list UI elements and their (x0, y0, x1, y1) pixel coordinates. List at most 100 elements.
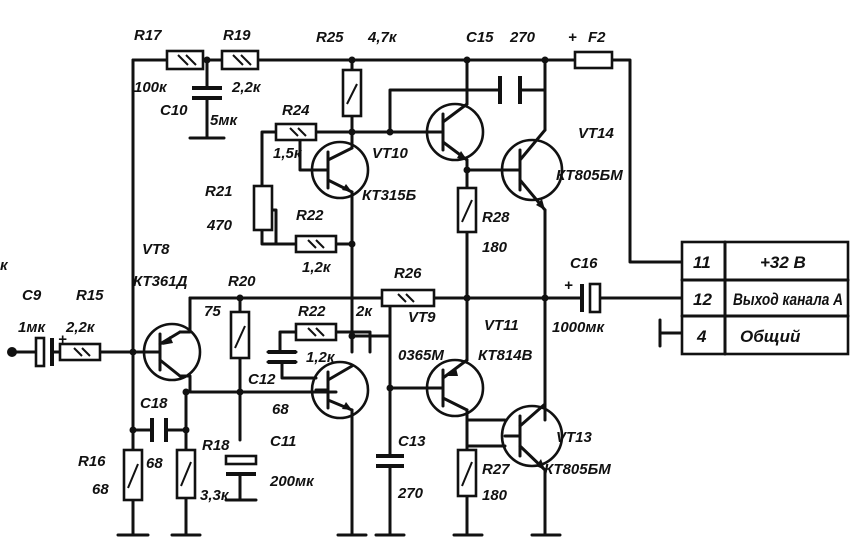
label-vt9-type: 0365М (398, 347, 444, 364)
resistor-r18 (175, 448, 197, 500)
connector-pin-11: 11 (693, 253, 711, 272)
label-r22-bottom-value: 1,2к (306, 349, 336, 366)
label-r20: R20 (228, 273, 256, 290)
ground-symbols (116, 318, 684, 537)
capacitor-c15 (498, 76, 522, 104)
resistor-r16 (122, 448, 144, 502)
capacitor-c18 (150, 418, 168, 442)
label-r17: R17 (134, 27, 162, 44)
label-c9-value: 1мк (18, 319, 46, 336)
resistor-r25 (341, 68, 363, 118)
label-r22-top: R22 (296, 207, 324, 224)
label-vt14: VT14 (578, 125, 615, 142)
label-c16: C16 (570, 255, 598, 272)
label-r20-value: 75 (204, 303, 221, 320)
label-c15-value: 270 (509, 29, 536, 46)
capacitor-c10 (192, 86, 222, 100)
label-r26-value: 2к (355, 303, 373, 320)
input-terminal (7, 347, 17, 357)
resistor-r17 (165, 49, 205, 71)
label-c13-value: 270 (397, 485, 424, 502)
label-vt11: VT11 (484, 317, 519, 334)
label-c18: C18 (140, 395, 168, 412)
label-c9: C9 (22, 287, 42, 304)
label-r28: R28 (482, 209, 510, 226)
label-c10-value: 5мк (210, 112, 238, 129)
resistor-r19 (220, 49, 260, 71)
label-c11-value: 200мк (269, 473, 315, 490)
transistors (142, 102, 564, 472)
resistor-r24 (274, 122, 318, 142)
label-r18: R18 (202, 437, 230, 454)
capacitor-c16 (580, 282, 602, 314)
transistor-vt8 (142, 322, 202, 382)
label-vt11-type: КТ814В (478, 347, 533, 364)
resistor-r28 (456, 186, 478, 234)
connector-label-supply: +32 В (760, 253, 806, 272)
label-c15: C15 (466, 29, 494, 46)
label-r15-value: 2,2к (65, 319, 96, 336)
fuse-f2 (573, 50, 614, 70)
transistor-vt10 (310, 140, 370, 200)
label-vt9: VT9 (408, 309, 436, 326)
svg-text:+: + (568, 29, 577, 46)
connector-block (680, 240, 850, 356)
svg-text:+: + (564, 277, 573, 294)
label-r15: R15 (76, 287, 104, 304)
resistor-r26 (380, 288, 436, 308)
label-f2: F2 (588, 29, 606, 46)
resistor-r27 (456, 448, 478, 498)
label-vt13: VT13 (556, 429, 593, 446)
connector-pin-4: 4 (696, 327, 707, 346)
resistors (58, 49, 614, 502)
label-vt8: VT8 (142, 241, 170, 258)
capacitor-c9 (34, 336, 54, 368)
label-c18-value: 68 (146, 455, 163, 472)
label-vt8-type: КТ361Д (133, 273, 188, 290)
label-r24-value: 1,5к (273, 145, 303, 162)
label-c13: C13 (398, 433, 426, 450)
transistor-vt12 (425, 102, 485, 162)
label-vt14-type: КТ805БМ (556, 167, 623, 184)
transistor-vt13 (500, 402, 564, 472)
resistor-r21 (252, 184, 274, 232)
label-r17-value: 100к (134, 79, 168, 96)
label-r25-value: 4,7к (367, 29, 398, 46)
label-r24: R24 (282, 102, 310, 119)
label-r16-value: 68 (92, 481, 109, 498)
label-r28-value: 180 (482, 239, 508, 256)
label-r16: R16 (78, 453, 106, 470)
resistor-r20 (229, 310, 251, 360)
svg-text:+: + (58, 331, 67, 348)
label-c16-value: 1000мк (552, 319, 605, 336)
capacitor-c11 (224, 454, 258, 476)
label-r21: R21 (205, 183, 233, 200)
transistor-vt9 (310, 360, 370, 420)
label-r26: R26 (394, 265, 422, 282)
label-r19-value: 2,2к (231, 79, 262, 96)
label-vt10: VT10 (372, 145, 409, 162)
component-labels: R17 100к R19 2,2к C10 5мк R25 4,7к C15 2… (0, 27, 623, 504)
connector-label-output: Выход канала А (733, 290, 843, 309)
resistor-r15 (58, 342, 102, 362)
wires (12, 58, 684, 537)
label-r22-bottom: R22 (298, 303, 326, 320)
capacitors (34, 76, 602, 476)
resistor-r22-bottom (294, 322, 338, 342)
label-vt10-type: КТ315Б (362, 187, 417, 204)
transistor-vt11 (425, 358, 485, 418)
label-r21-value: 470 (206, 217, 233, 234)
label-r19: R19 (223, 27, 251, 44)
label-c10: C10 (160, 102, 188, 119)
label-vt13-type: КТ805БМ (544, 461, 611, 478)
connector-label-common: Общий (740, 327, 801, 346)
connector-labels: 11 +32 В 12 Выход канала А 4 Общий (693, 253, 843, 346)
label-r25: R25 (316, 29, 344, 46)
label-r22-top-value: 1,2к (302, 259, 332, 276)
resistor-r22-top (294, 234, 338, 254)
label-c11: C11 (270, 433, 296, 450)
label-r27-value: 180 (482, 487, 508, 504)
polarity-marks: + + + (58, 29, 577, 348)
label-edge-k: к (0, 257, 9, 274)
